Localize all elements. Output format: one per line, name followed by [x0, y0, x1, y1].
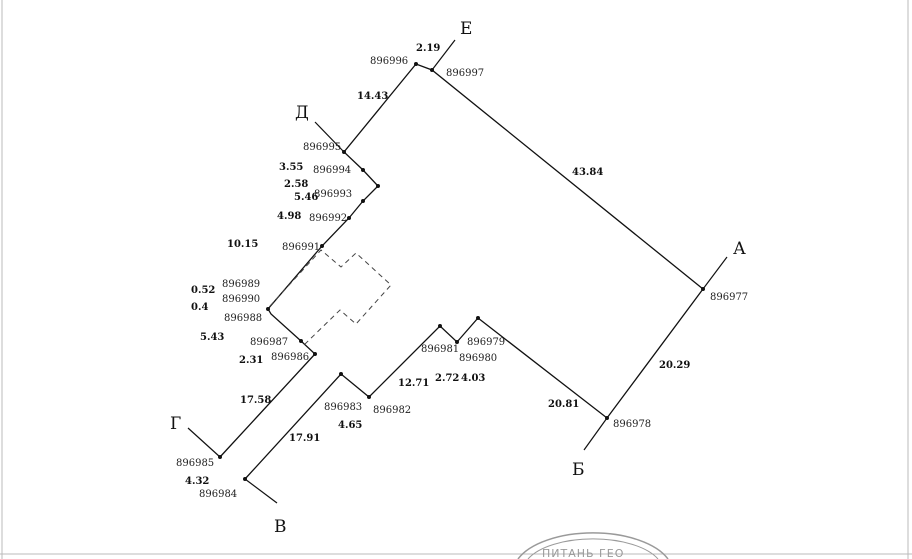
point-label: 896993 [314, 189, 352, 200]
segment-length: 2.19 [416, 43, 440, 54]
segment-length: 10.15 [227, 239, 258, 250]
point-label: 896996 [370, 56, 408, 67]
direction-line-g [187, 427, 221, 458]
segment-length: 4.98 [277, 211, 301, 222]
point-896992 [347, 216, 351, 220]
point-label: 896991 [282, 242, 320, 253]
direction-line-d [314, 121, 345, 153]
point-label: 896977 [710, 292, 748, 303]
segment-length: 17.58 [240, 395, 271, 406]
segment-length: 5.43 [200, 332, 224, 343]
point-896986 [313, 352, 317, 356]
point-label: 896992 [309, 213, 347, 224]
point-896991 [320, 244, 324, 248]
point-label: 896994 [313, 165, 351, 176]
segment-length: 0.52 [191, 285, 215, 296]
point-896977 [701, 287, 705, 291]
point-label: 896997 [446, 68, 484, 79]
corner-label-d: Д [295, 103, 309, 123]
point-label: 896982 [373, 405, 411, 416]
parcel-boundary-south [244, 288, 704, 480]
segment-length: 2.31 [239, 355, 263, 366]
segment-length: 3.55 [279, 162, 303, 173]
corner-label-a: А [733, 239, 746, 259]
point-label: 896979 [467, 337, 505, 348]
point-label: 896978 [613, 419, 651, 430]
stamp-text: ПИТАНЬ ГЕО [542, 547, 624, 559]
segment-length: 0.4 [191, 302, 208, 313]
segment-length: 17.91 [289, 433, 320, 444]
point-label: 896990 [222, 294, 260, 305]
point-896996 [414, 62, 418, 66]
point-label: 896989 [222, 279, 260, 290]
segment-length: 4.32 [185, 476, 209, 487]
point-label: 896985 [176, 458, 214, 469]
point-896993-corner [376, 184, 380, 188]
stamp-outer-arc [517, 532, 669, 559]
point-label: 896980 [459, 353, 497, 364]
corner-label-b: Б [572, 460, 585, 480]
corner-label-g: Г [170, 414, 181, 434]
point-896982 [367, 395, 371, 399]
point-896988 [266, 307, 270, 311]
building-outline-dashed [269, 249, 392, 346]
direction-line-b [583, 417, 608, 451]
direction-line-v [244, 478, 278, 504]
parcel-boundary [219, 63, 704, 458]
stamp-inner-arc [527, 538, 659, 559]
segment-length: 20.29 [659, 360, 690, 371]
segment-length: 2.72 [435, 373, 459, 384]
point-896983 [339, 372, 343, 376]
point-896981 [438, 324, 442, 328]
direction-line-e [431, 39, 456, 71]
point-896993 [361, 199, 365, 203]
segment-length: 4.65 [338, 420, 362, 431]
direction-line-a [702, 256, 728, 290]
point-896987 [299, 339, 303, 343]
stamp-partial: ПИТАНЬ ГЕО [517, 532, 669, 559]
segment-length: 43.84 [572, 167, 603, 178]
boundary-points [218, 62, 705, 481]
point-label: 896984 [199, 489, 237, 500]
point-896997 [430, 68, 434, 72]
corner-label-v: В [274, 517, 287, 537]
segment-length: 4.03 [461, 373, 485, 384]
point-label: 896986 [271, 352, 309, 363]
point-896978 [605, 416, 609, 420]
point-896994 [361, 168, 365, 172]
point-label: 896983 [324, 402, 362, 413]
segment-length: 12.71 [398, 378, 429, 389]
point-label: 896981 [421, 344, 459, 355]
point-896979 [476, 316, 480, 320]
corner-label-e: Е [460, 19, 472, 39]
point-896984 [243, 477, 247, 481]
point-896995 [342, 150, 346, 154]
segment-length: 5.46 [294, 192, 318, 203]
segment-length: 14.43 [357, 91, 388, 102]
segment-length: 2.58 [284, 179, 308, 190]
point-label: 896987 [250, 337, 288, 348]
point-label: 896995 [303, 142, 341, 153]
segment-length: 20.81 [548, 399, 579, 410]
point-896985 [218, 455, 222, 459]
point-896980 [455, 340, 459, 344]
point-label: 896988 [224, 313, 262, 324]
